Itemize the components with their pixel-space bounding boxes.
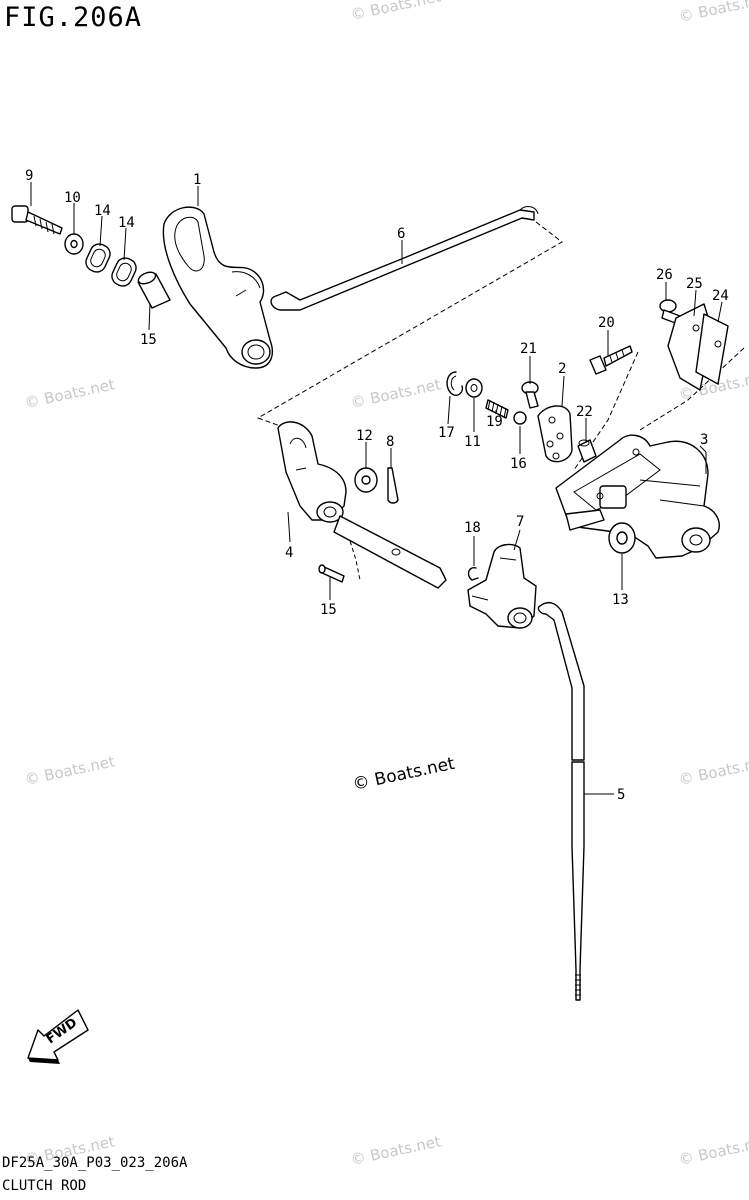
callout-9: 9 (25, 168, 33, 184)
watermark-center: © Boats.net (351, 754, 457, 795)
callout-26: 26 (656, 267, 673, 283)
part-6-rod (270, 206, 539, 311)
callout-19: 18 (464, 520, 481, 536)
part-22-bolt (521, 381, 539, 409)
part-7-rod-joint (467, 543, 537, 629)
callout-4: 4 (285, 545, 293, 561)
part-12-washer (354, 467, 378, 493)
callout-10: 10 (64, 190, 81, 206)
part-24-plate (695, 313, 729, 385)
part-23-pin (577, 439, 597, 463)
callout-6: 6 (397, 226, 405, 242)
callout-17: 16 (510, 456, 527, 472)
callout-2: 2 (558, 361, 566, 377)
callout-23: 22 (576, 404, 593, 420)
part-9-bolt (11, 205, 63, 235)
fwd-arrow-icon: FWD (27, 1009, 89, 1064)
figure-title: FIG.206A (4, 2, 143, 33)
callout-8: 8 (386, 434, 394, 450)
part-19-clip (467, 567, 479, 581)
callout-14: 14 (118, 215, 135, 231)
watermark: © Boats.net (349, 0, 442, 24)
watermark-layer: © Boats.net © Boats.net © Boats.net © Bo… (23, 0, 749, 1169)
callout-22: 21 (520, 341, 537, 357)
callout-16: 15 (320, 602, 337, 618)
part-10-washer (64, 233, 84, 255)
part-1-clutch-lever (162, 206, 274, 369)
callout-12: 12 (356, 428, 373, 444)
part-2-plate (537, 405, 573, 463)
callout-14: 14 (94, 203, 111, 219)
callout-3: 3 (700, 432, 708, 448)
watermark: © Boats.net (23, 375, 116, 412)
part-13-washer (608, 522, 636, 554)
callout-25: 25 (686, 276, 703, 292)
watermark: © Boats.net (349, 1132, 442, 1169)
part-3-housing (555, 434, 720, 559)
figure-code: DF25A_30A_P03_023_206A (2, 1155, 188, 1171)
callout-1: 1 (193, 172, 201, 188)
callout-21: 20 (598, 315, 615, 331)
watermark: © Boats.net (23, 752, 116, 789)
part-4-shift-lever (277, 421, 447, 589)
part-14-oring (111, 257, 137, 287)
part-11-washer (465, 378, 483, 398)
watermark: © Boats.net (677, 0, 749, 26)
part-8-cotter-pin (387, 467, 399, 504)
part-14-oring (85, 243, 111, 273)
watermark: © Boats.net (349, 375, 442, 412)
callout-15: 15 (140, 332, 157, 348)
leader-lines (30, 182, 723, 795)
part-16-pin (318, 564, 345, 583)
figure-name: CLUTCH ROD (2, 1178, 87, 1194)
callout-18: 17 (438, 425, 455, 441)
watermark: © Boats.net (677, 752, 749, 789)
callout-11: 11 (464, 434, 481, 450)
part-18-circlip (446, 371, 464, 396)
part-20-spring (485, 399, 509, 419)
callout-7: 7 (516, 514, 524, 530)
callout-5: 5 (617, 787, 625, 803)
part-15-bushing (137, 271, 171, 309)
callout-13: 13 (612, 592, 629, 608)
part-5-clutch-rod (537, 601, 585, 1001)
callout-20: 19 (486, 414, 503, 430)
callout-24: 24 (712, 288, 729, 304)
part-21-bolt (589, 345, 633, 375)
watermark: © Boats.net (677, 1132, 749, 1169)
part-17-ball (513, 411, 527, 425)
callout-labels: 9 10 14 14 15 1 6 4 12 8 17 11 19 16 21 … (25, 168, 729, 803)
